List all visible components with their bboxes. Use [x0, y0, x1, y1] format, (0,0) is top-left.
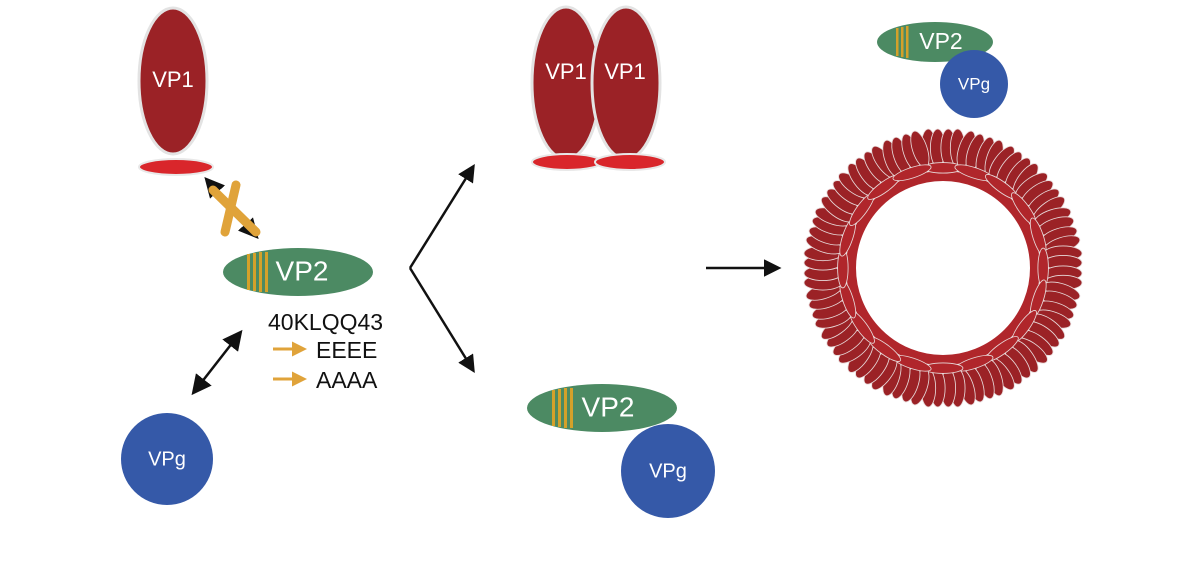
- vp2-motif-stripes-icon: [247, 252, 268, 292]
- vp1-base: [138, 158, 214, 176]
- vp2-label: VP2: [582, 391, 635, 422]
- vp1-base: [594, 153, 666, 171]
- vpg-label: VPg: [958, 74, 990, 93]
- vp2-vpg-complex: VP2 VPg: [877, 22, 1008, 118]
- capsid-pentamer: [805, 279, 857, 329]
- vp1-label: VP1: [152, 67, 194, 92]
- branch-arrow-down: [408, 267, 475, 373]
- blocked-interaction: [204, 176, 261, 240]
- vpg-body: [621, 424, 715, 518]
- branch-arrow-up: [408, 164, 475, 269]
- capsid-pentamer: [954, 130, 1004, 182]
- double-arrow-vp2-vpg: [191, 329, 243, 396]
- vp2-motif-stripes-icon: [552, 388, 573, 428]
- capsid-pentamer: [1029, 279, 1081, 329]
- vp2-protein: VP2: [223, 248, 373, 296]
- vpg-label: VPg: [148, 448, 186, 470]
- vp2-label: VP2: [919, 28, 962, 54]
- mutation-variant-2: AAAA: [316, 367, 378, 393]
- vp1-dimer: VP1 VP1: [530, 5, 666, 171]
- capsid-pentamer: [882, 354, 932, 406]
- capsid-pentamer: [803, 245, 849, 291]
- capsid-inner-band: [846, 171, 1040, 365]
- vpg-label: VPg: [649, 460, 687, 482]
- vpg-protein: VPg: [121, 413, 213, 505]
- capsid-pentamer: [1029, 207, 1081, 257]
- capsid-ring: [803, 128, 1083, 408]
- vp1-label: VP1: [545, 59, 587, 84]
- capsid-pentamer: [920, 362, 966, 408]
- vp2-label: VP2: [276, 255, 329, 286]
- mutation-residues: 40KLQQ43: [268, 309, 383, 335]
- vpg-body: [121, 413, 213, 505]
- capsid-pentamer: [1037, 245, 1083, 291]
- vp1-monomer: VP1: [137, 6, 214, 176]
- mutation-annotation: 40KLQQ43 EEEE AAAA: [268, 309, 383, 393]
- capsid-pentamer: [805, 207, 857, 257]
- capsid-pentamer: [882, 130, 932, 182]
- mutation-variant-1: EEEE: [316, 337, 377, 363]
- blocked-x-stroke-2: [220, 180, 241, 237]
- vp1-body: [137, 6, 209, 156]
- capsid-pentamer: [985, 336, 1039, 391]
- vp1-label: VP1: [604, 59, 646, 84]
- branch-arrows: [408, 164, 475, 373]
- vp2-vpg-complex: VP2 VPg: [527, 384, 715, 518]
- vp1-base: [531, 153, 603, 171]
- vp2-motif-stripes-icon: [896, 26, 909, 58]
- vpg-body: [940, 50, 1008, 118]
